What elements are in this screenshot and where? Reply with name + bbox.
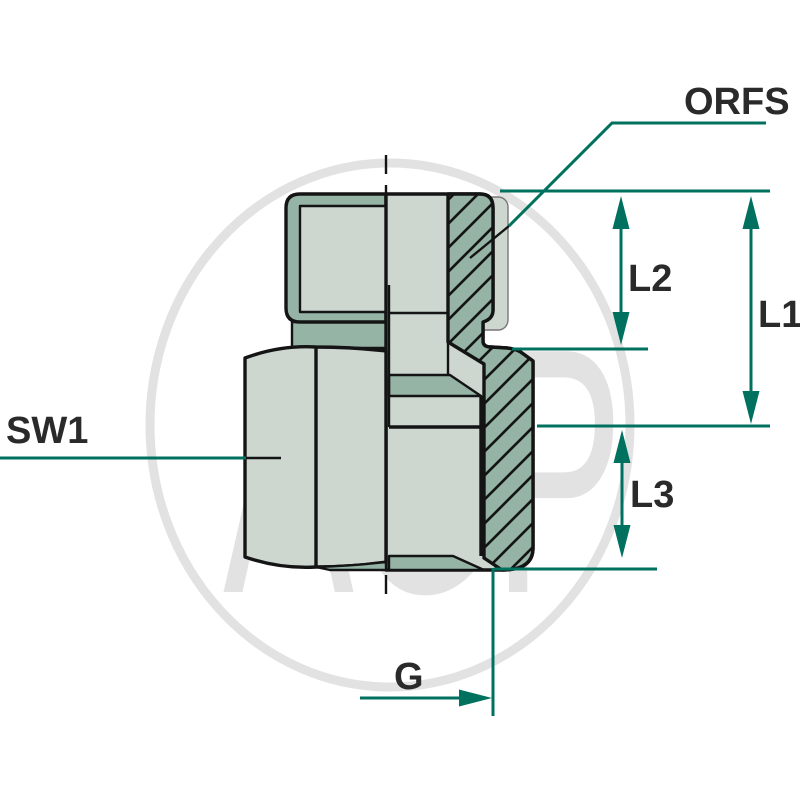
label-sw1: SW1: [6, 410, 88, 452]
neck-band: [290, 320, 388, 350]
dim-arrow-l3: [613, 430, 631, 558]
dimension-labels: ORFS SW1 L2 L1 L3 G: [6, 81, 800, 698]
dim-arrow-l2: [612, 196, 630, 345]
label-l2: L2: [628, 258, 672, 300]
hex-bottom-chamfer: [314, 560, 388, 572]
label-l3: L3: [630, 474, 674, 516]
label-l1: L1: [758, 294, 800, 336]
label-orfs: ORFS: [684, 81, 790, 123]
dim-arrow-g: [360, 689, 492, 707]
label-g: G: [394, 656, 424, 698]
orfs-leader-inner: [469, 225, 510, 259]
dimensions: [360, 121, 770, 716]
nut-inner-face: [298, 204, 388, 314]
section-hatch-wall: [446, 192, 535, 572]
thread-entry-chamfer: [387, 554, 486, 572]
dim-arrow-l1: [742, 196, 760, 424]
orfs-leader-line: [507, 121, 766, 228]
fitting-body: [243, 155, 535, 597]
